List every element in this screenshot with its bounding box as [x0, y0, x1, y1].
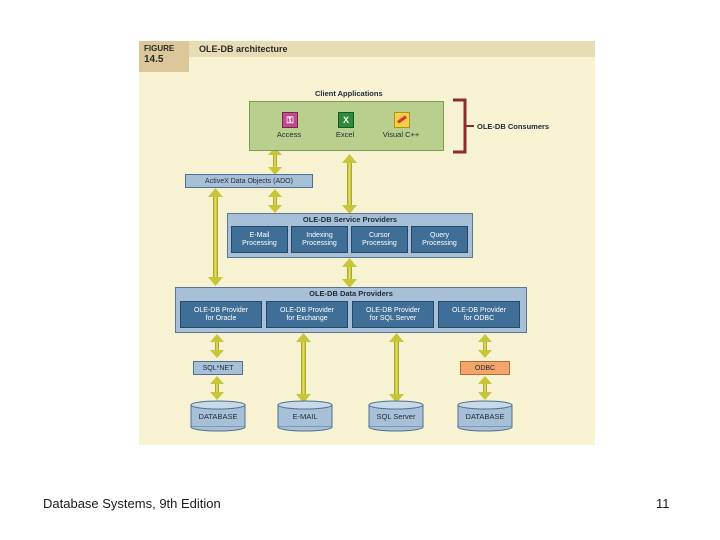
- sqlnet-bar: SQL*NET: [193, 361, 243, 375]
- visual-cpp-icon: [394, 112, 410, 128]
- store-label-database-1: DATABASE: [198, 412, 238, 421]
- arrow-exchange-email: [296, 333, 311, 403]
- figure-title: OLE-DB architecture: [199, 44, 288, 54]
- page-number: 11: [656, 496, 670, 511]
- store-cylinder-4: [457, 400, 513, 432]
- arrow-sqlnet-database: [210, 376, 224, 400]
- figure-tag-number: 14.5: [144, 54, 164, 65]
- footer-title: Database Systems, 9th Edition: [43, 496, 221, 511]
- odbc-bar: ODBC: [460, 361, 510, 375]
- arrow-sqlserver-store: [389, 333, 404, 403]
- service-providers-panel: OLE-DB Service Providers E-Mail Processi…: [227, 213, 473, 258]
- arrow-client-ado: [268, 147, 282, 175]
- provider-odbc: OLE-DB Provider for ODBC: [438, 301, 520, 328]
- client-apps-title: Client Applications: [315, 89, 383, 98]
- arrow-ado-service: [268, 189, 282, 213]
- consumers-label: OLE-DB Consumers: [477, 122, 550, 131]
- consumers-bracket: [453, 98, 474, 154]
- arrow-oracle-sqlnet: [210, 334, 224, 358]
- arrow-client-service: [342, 154, 357, 214]
- store-cylinder-2: [277, 400, 333, 432]
- app-label-excel: Excel: [335, 130, 355, 139]
- excel-icon: X: [338, 112, 354, 128]
- arrow-odbc-provider-odbc: [478, 334, 492, 358]
- arrow-service-data: [342, 258, 357, 288]
- provider-sql-server: OLE-DB Provider for SQL Server: [352, 301, 434, 328]
- store-label-email: E-MAIL: [292, 412, 318, 421]
- data-providers-title: OLE-DB Data Providers: [309, 289, 393, 298]
- figure-tag-word: FIGURE: [144, 44, 175, 53]
- store-label-database-2: DATABASE: [465, 412, 505, 421]
- store-label-sql-server: SQL Server: [376, 412, 416, 421]
- arrow-odbc-database: [478, 376, 492, 400]
- app-label-access: Access: [276, 130, 302, 139]
- access-icon: ⚿: [282, 112, 298, 128]
- ado-bar: ActiveX Data Objects (ADO): [185, 174, 313, 188]
- connector-layer: [190, 98, 513, 432]
- app-label-visual-cpp: Visual C++: [382, 130, 420, 139]
- figure-tag: FIGURE 14.5: [139, 41, 189, 72]
- store-cylinder-1: [190, 400, 246, 432]
- client-apps-panel: ⚿ Access X Excel Visual C++: [249, 101, 444, 151]
- data-providers-panel: OLE-DB Data Providers OLE-DB Provider fo…: [175, 287, 527, 333]
- figure-title-bar: [189, 41, 595, 57]
- service-indexing-processing: Indexing Processing: [291, 226, 348, 253]
- store-cylinder-3: [368, 400, 424, 432]
- service-query-processing: Query Processing: [411, 226, 468, 253]
- figure-panel: FIGURE 14.5 OLE-DB architecture: [139, 41, 595, 445]
- provider-exchange: OLE-DB Provider for Exchange: [266, 301, 348, 328]
- service-email-processing: E-Mail Processing: [231, 226, 288, 253]
- provider-oracle: OLE-DB Provider for Oracle: [180, 301, 262, 328]
- arrow-ado-data: [208, 188, 223, 286]
- service-providers-title: OLE-DB Service Providers: [302, 215, 398, 224]
- service-cursor-processing: Cursor Processing: [351, 226, 408, 253]
